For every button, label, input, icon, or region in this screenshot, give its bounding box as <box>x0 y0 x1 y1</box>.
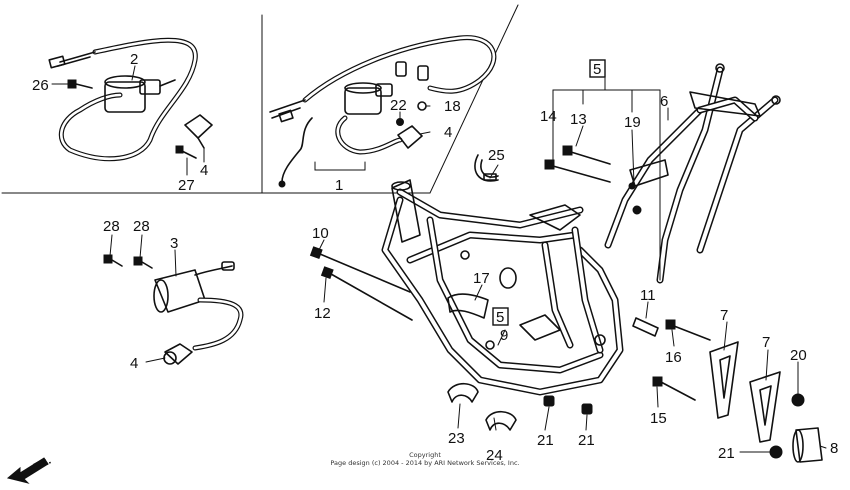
bolt-16 <box>665 319 711 341</box>
front-direction-arrow <box>6 457 49 484</box>
callout-5b: 5 <box>496 309 504 326</box>
callout-4c: 4 <box>130 355 138 372</box>
inset-panel-borders <box>1 4 519 194</box>
callout-15: 15 <box>650 410 667 427</box>
leader-lines <box>51 65 827 453</box>
cushion-24 <box>485 410 517 431</box>
main-frame-9 <box>381 179 624 396</box>
callout-24: 24 <box>486 447 503 464</box>
bolt-11 <box>632 317 659 337</box>
bolt-13 <box>562 145 611 165</box>
spark-plug-cap-4a <box>184 114 213 149</box>
bolt-28a <box>103 254 123 267</box>
callout-21a: 21 <box>537 432 554 449</box>
nut-21a <box>543 395 555 407</box>
callout-20: 20 <box>790 347 807 364</box>
callout-12: 12 <box>314 305 331 322</box>
bolt-15 <box>652 376 696 401</box>
callout-14: 14 <box>540 108 557 125</box>
footpeg-8 <box>792 427 823 463</box>
bolt-27 <box>175 145 197 159</box>
bolt-28b <box>133 256 153 269</box>
bolt-14 <box>544 159 611 183</box>
callout-18: 18 <box>444 98 461 115</box>
cushion-23 <box>447 382 479 403</box>
callout-28b: 28 <box>133 218 150 235</box>
engine-bolt-12 <box>320 266 413 321</box>
cushion-17 <box>447 293 489 319</box>
clamp-25 <box>474 154 499 182</box>
callout-23: 23 <box>448 430 465 447</box>
callout-21c: 21 <box>718 445 735 462</box>
footpeg-bracket-7a <box>709 341 739 419</box>
ignition-coil-1 <box>344 82 393 115</box>
top-connector <box>395 61 429 81</box>
rear-subframe-6 <box>604 63 781 284</box>
callout-1: 1 <box>335 177 343 194</box>
callout-6: 6 <box>660 93 668 110</box>
callout-4b: 4 <box>444 124 452 141</box>
ignition-coil-3 <box>153 261 235 313</box>
spark-plug-cap-4b <box>397 125 423 149</box>
nut-19 <box>628 182 642 215</box>
callout-2: 2 <box>130 51 138 68</box>
callout-13: 13 <box>570 111 587 128</box>
nut-20 <box>791 393 805 407</box>
copyright-title: Copyright <box>409 451 441 459</box>
callout-10: 10 <box>312 225 329 242</box>
callout-7a: 7 <box>720 307 728 324</box>
callout-5a-box <box>589 59 606 78</box>
callout-28a: 28 <box>103 218 120 235</box>
callout-8: 8 <box>830 440 838 457</box>
callout-27: 27 <box>178 177 195 194</box>
callout-3: 3 <box>170 235 178 252</box>
callout-5b-box <box>492 307 509 326</box>
callout-4a: 4 <box>200 162 208 179</box>
callout-21b: 21 <box>578 432 595 449</box>
callout-9: 9 <box>500 327 508 344</box>
callout-16: 16 <box>665 349 682 366</box>
front-label: FR. <box>32 455 53 474</box>
callout-19: 19 <box>624 114 641 131</box>
callout-26: 26 <box>32 77 49 94</box>
spark-plug-cap-4c <box>163 343 193 365</box>
bolt-26 <box>67 79 93 89</box>
callout-17: 17 <box>473 270 490 287</box>
callout-11: 11 <box>640 287 656 304</box>
ignition-coil-assembly-lower <box>103 254 244 365</box>
callout-22: 22 <box>390 97 407 114</box>
grommet <box>499 267 517 289</box>
callout-labels: 2 26 4 27 1 22 18 4 25 28 28 3 4 10 12 1… <box>32 51 839 474</box>
nut-21c <box>769 445 783 459</box>
nut-21b <box>581 403 593 415</box>
footpeg-bracket-7b <box>749 371 781 443</box>
copyright-notice: Page design (c) 2004 - 2014 by ARI Netwo… <box>330 459 520 467</box>
callout-7b: 7 <box>762 334 770 351</box>
callout-5a: 5 <box>593 61 601 78</box>
ignition-coil-2 <box>104 75 176 113</box>
connector-18 <box>417 101 427 111</box>
ignition-coil-assembly-left <box>48 37 213 162</box>
callout-25: 25 <box>488 147 505 164</box>
